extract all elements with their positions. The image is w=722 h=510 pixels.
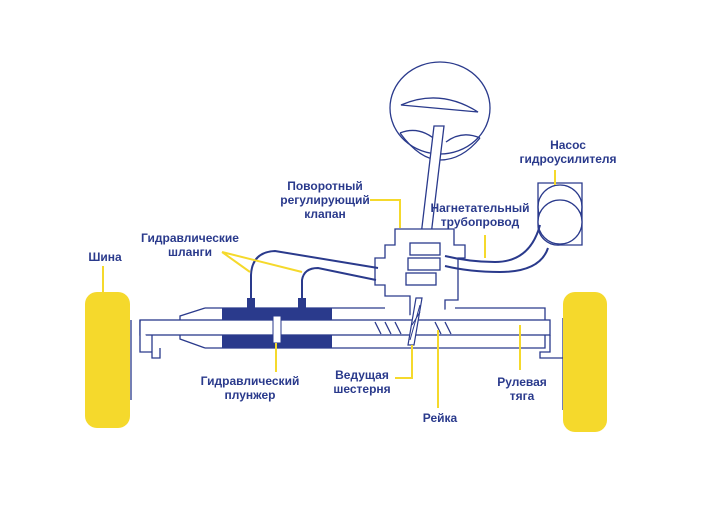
- label-line: гидроусилителя: [519, 152, 617, 166]
- right-tie-rod: [539, 335, 563, 359]
- right-tire: [563, 292, 607, 432]
- leader-lines: [102, 170, 556, 408]
- left-tie-rod: [139, 320, 161, 359]
- label-line: тяга: [509, 389, 535, 403]
- label-line: Ведущая: [335, 368, 389, 382]
- left-tire: [85, 292, 130, 428]
- label-tire: Шина: [88, 250, 122, 264]
- label-line: Поворотный: [287, 179, 363, 193]
- label-line: плунжер: [224, 388, 276, 402]
- label-line: Нагнетательный: [430, 201, 530, 215]
- power-steering-pump: [537, 182, 583, 246]
- hydraulic-plunger: [272, 315, 282, 344]
- label-line: Гидравлический: [200, 374, 300, 388]
- label-line: Рулевая: [497, 375, 547, 389]
- label-rack: Рейка: [422, 411, 458, 425]
- rack: [139, 319, 551, 336]
- label-line: регулирующий: [280, 193, 370, 207]
- hydraulic-hose-1: [250, 249, 379, 298]
- label-line: трубопровод: [440, 215, 520, 229]
- hydraulic-hose-2: [301, 266, 377, 298]
- label-line: клапан: [304, 207, 346, 221]
- label-line: шланги: [168, 245, 212, 259]
- label-line: Насос: [550, 138, 586, 152]
- label-line: Гидравлические: [141, 231, 239, 245]
- label-line: шестерня: [333, 382, 391, 396]
- pressure-line: [444, 224, 549, 274]
